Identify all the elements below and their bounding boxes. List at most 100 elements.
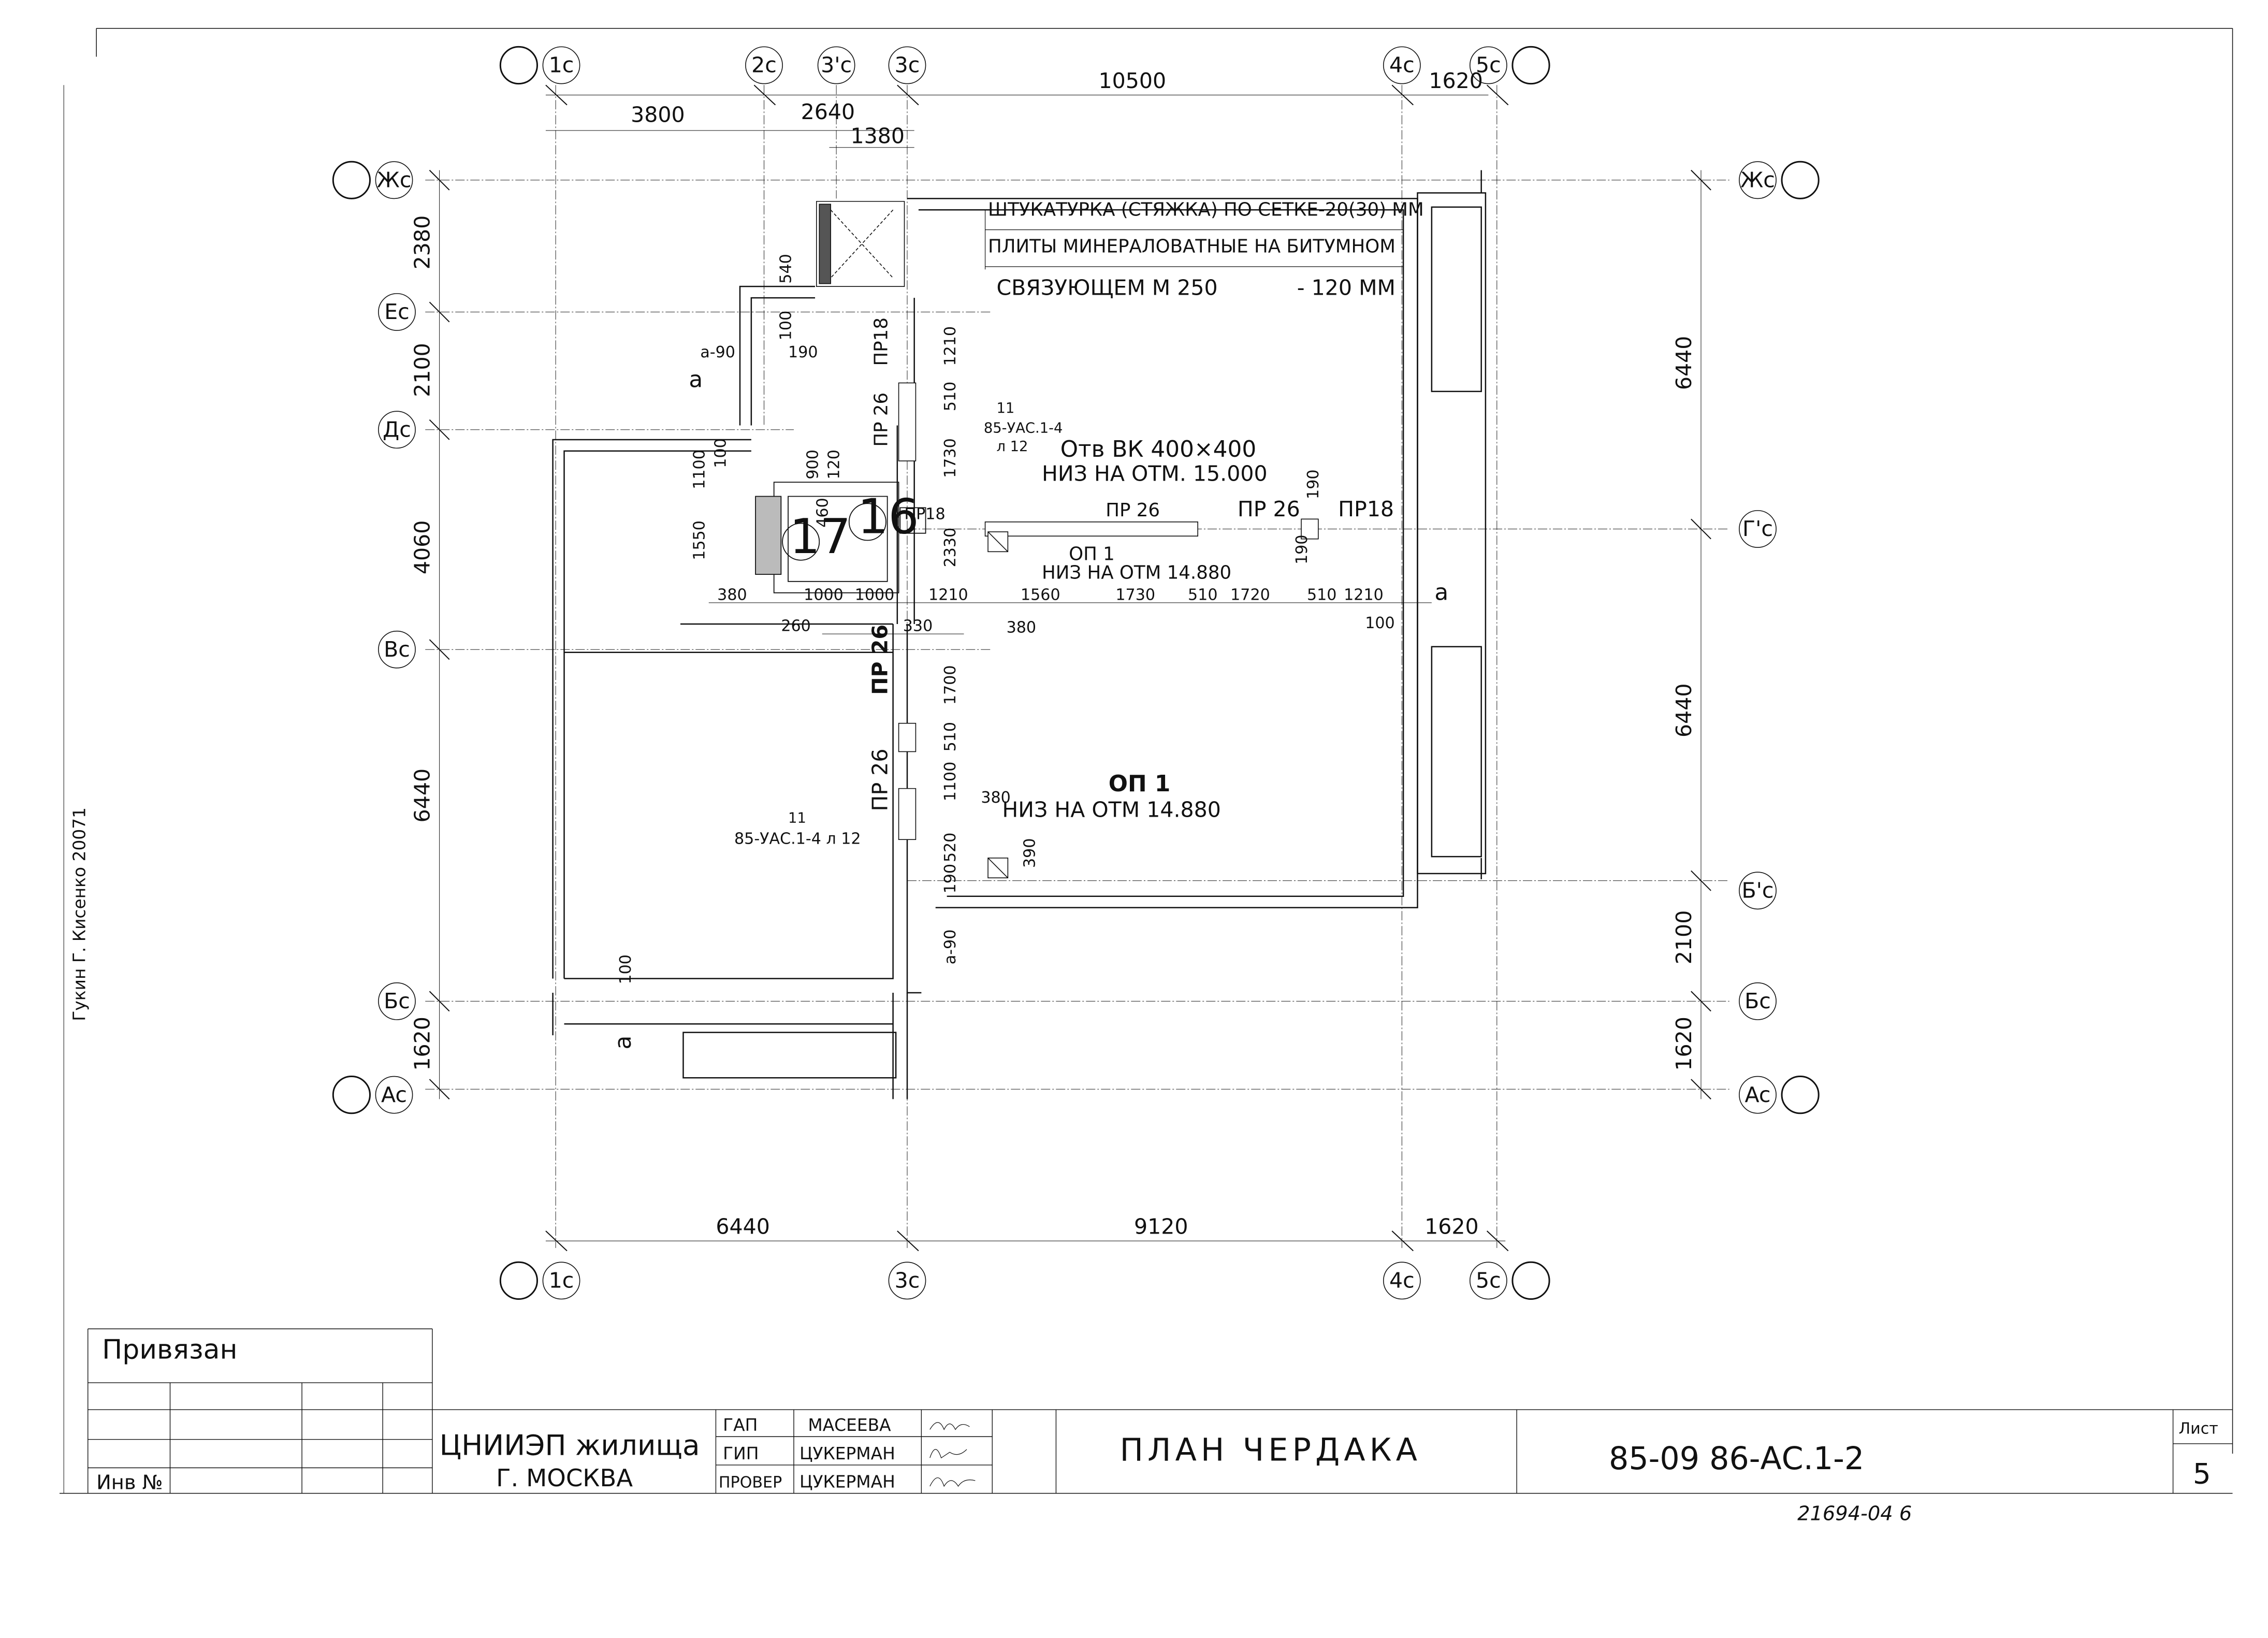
axis-left-v: Вc: [384, 637, 410, 662]
dim-510a: 510: [941, 382, 959, 411]
dim-bottom-6440: 6440: [716, 1214, 769, 1239]
sheet-number: 5: [2193, 1457, 2211, 1490]
dim-right-6440-a: 6440: [1671, 336, 1696, 390]
dim-top-2640: 2640: [801, 99, 855, 124]
dim-a90a: a-90: [700, 343, 735, 361]
ref-85-b: 85-УАС.1-4 л 12: [734, 830, 861, 848]
dim-190b: 190: [941, 864, 959, 893]
insulation-line-4: - 120 ММ: [1297, 276, 1395, 300]
drawing-title: ПЛАН ЧЕРДАКА: [1120, 1432, 1421, 1469]
dim-260: 260: [781, 617, 810, 635]
dim-120: 120: [825, 450, 844, 479]
dimension-lines: [429, 85, 1711, 1251]
axis-left-a: Ac: [381, 1082, 407, 1107]
dim-1550: 1550: [691, 520, 709, 560]
pr26-lower-a: ПР 26: [868, 625, 893, 695]
signatures: [930, 1423, 976, 1486]
org-name: ЦНИИЭП жилища: [440, 1429, 700, 1462]
axis-bottom-4c: 4c: [1389, 1268, 1415, 1293]
dim-1720: 1720: [1230, 586, 1270, 604]
side-note: Гукин Г. Кисенко 20071: [69, 807, 89, 1021]
dim-1560: 1560: [1021, 586, 1060, 604]
dim-right-2100: 2100: [1671, 910, 1696, 965]
axis-labels: 1c 2c 3'c 3c 4c 5c 1c 3c 4c 5c Жc Ec Дc …: [377, 53, 1775, 1293]
op1-a-low-label: НИЗ НА ОТМ 14.880: [1042, 562, 1231, 583]
sheet-label: Лист: [2179, 1420, 2218, 1438]
dim-1210a: 1210: [941, 326, 959, 366]
dim-510c: 510: [1307, 586, 1336, 604]
dim-100b: 100: [712, 438, 730, 468]
dim-330: 330: [903, 617, 933, 635]
op1-a-label: ОП 1: [1069, 544, 1115, 565]
axis-bottom-3c: 3c: [895, 1268, 920, 1293]
pr18-right: ПР18: [1338, 497, 1394, 521]
op1-b-label: ОП 1: [1109, 771, 1171, 797]
name-1: МАСЕЕВА: [808, 1415, 891, 1435]
name-3: ЦУКЕРМАН: [799, 1472, 895, 1492]
title-block-text: Привязан Инв № ЦНИИЭП жилища Г. МОСКВА Г…: [96, 1335, 2218, 1526]
dim-1000a: 1000: [804, 586, 844, 604]
notes: ШТУКАТУРКА (СТЯЖКА) ПО СЕТКЕ-20(30) ММ П…: [69, 199, 1423, 1021]
dim-bottom-1620: 1620: [1424, 1214, 1478, 1239]
dim-left-1620: 1620: [410, 1017, 434, 1071]
dim-top-3800: 3800: [631, 103, 685, 127]
dim-510b: 510: [1188, 586, 1217, 604]
shaft-blocks: [755, 482, 926, 593]
axis-bottom-5c: 5c: [1476, 1268, 1501, 1293]
role-gap: ГАП: [723, 1415, 758, 1435]
dim-390: 390: [1021, 838, 1039, 867]
dim-left-2380: 2380: [410, 215, 434, 270]
org-city: Г. МОСКВА: [496, 1464, 633, 1492]
dim-380a: 380: [717, 586, 747, 604]
dim-100a: 100: [777, 311, 795, 340]
dim-190a: 190: [788, 343, 818, 361]
pr26-lower-b: ПР 26: [868, 748, 893, 811]
dim-top-1380: 1380: [851, 124, 905, 149]
outer-dimension-texts: 3800 2640 1380 10500 1620 6440 9120 1620…: [410, 68, 1696, 1239]
dim-a90b: a-90: [941, 930, 959, 965]
axis-left-zh: Жc: [377, 167, 412, 192]
dim-1210b: 1210: [928, 586, 968, 604]
ref-12-a: л 12: [996, 439, 1028, 455]
dim-1000b: 1000: [855, 586, 895, 604]
role-prover: ПРОВЕР: [719, 1474, 782, 1492]
dim-top-1620: 1620: [1429, 68, 1482, 93]
axis-left-d: Дc: [383, 417, 411, 442]
dim-510d: 510: [941, 722, 959, 751]
dim-bottom-9120: 9120: [1134, 1214, 1188, 1239]
inner-dimension-texts: 540 100 190 a-90 1210 510 1730 2330 1100…: [610, 254, 1448, 1049]
dim-1730a: 1730: [941, 438, 959, 478]
axis-bottom-1c: 1c: [549, 1268, 574, 1293]
dim-right-1620: 1620: [1671, 1017, 1696, 1071]
ref-11-b: 11: [788, 810, 806, 826]
axis-left-b: Бc: [384, 989, 410, 1013]
drawing-code: 85-09 86-АС.1-2: [1609, 1441, 1864, 1477]
privyazan-label: Привязан: [102, 1335, 237, 1366]
dim-540: 540: [777, 254, 795, 283]
ref-11-a: 11: [996, 400, 1014, 416]
dim-a-2: a: [1434, 579, 1448, 605]
dim-380b: 380: [1007, 618, 1036, 636]
stamp-number: 21694-04 6: [1797, 1502, 1912, 1526]
sheet-frame: [60, 28, 2233, 1494]
axis-right-gp: Г'c: [1742, 516, 1773, 541]
axis-left-e: Ec: [384, 299, 410, 324]
dim-left-6440: 6440: [410, 769, 434, 823]
insulation-note-frame: [985, 210, 1404, 269]
pr18-top: ПР18: [871, 317, 892, 366]
pr18-mid: ПР18: [905, 505, 946, 523]
dim-380c: 380: [981, 789, 1010, 807]
axis-top-5c: 5c: [1476, 53, 1501, 78]
op1-b-low-label: НИЗ НА ОТМ 14.880: [1002, 797, 1220, 822]
dim-top-10500: 10500: [1099, 68, 1167, 93]
dim-190d: 190: [1293, 534, 1311, 564]
dim-520: 520: [941, 833, 959, 862]
axis-top-3c: 3c: [895, 53, 920, 78]
axis-top-1c: 1c: [549, 53, 574, 78]
pr26-top: ПР 26: [871, 393, 892, 447]
dim-1700: 1700: [941, 665, 959, 705]
signature-1: [930, 1423, 970, 1430]
axis-top-2c: 2c: [751, 53, 777, 78]
dim-2330: 2330: [941, 528, 959, 568]
node-17-label: 17: [790, 509, 851, 564]
